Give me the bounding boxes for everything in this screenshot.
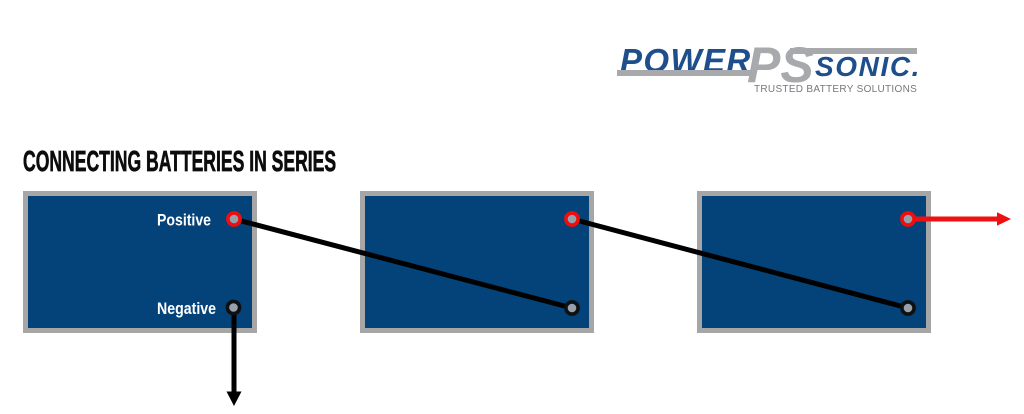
svg-text:Positive: Positive (157, 211, 211, 230)
svg-text:Negative: Negative (157, 299, 216, 318)
